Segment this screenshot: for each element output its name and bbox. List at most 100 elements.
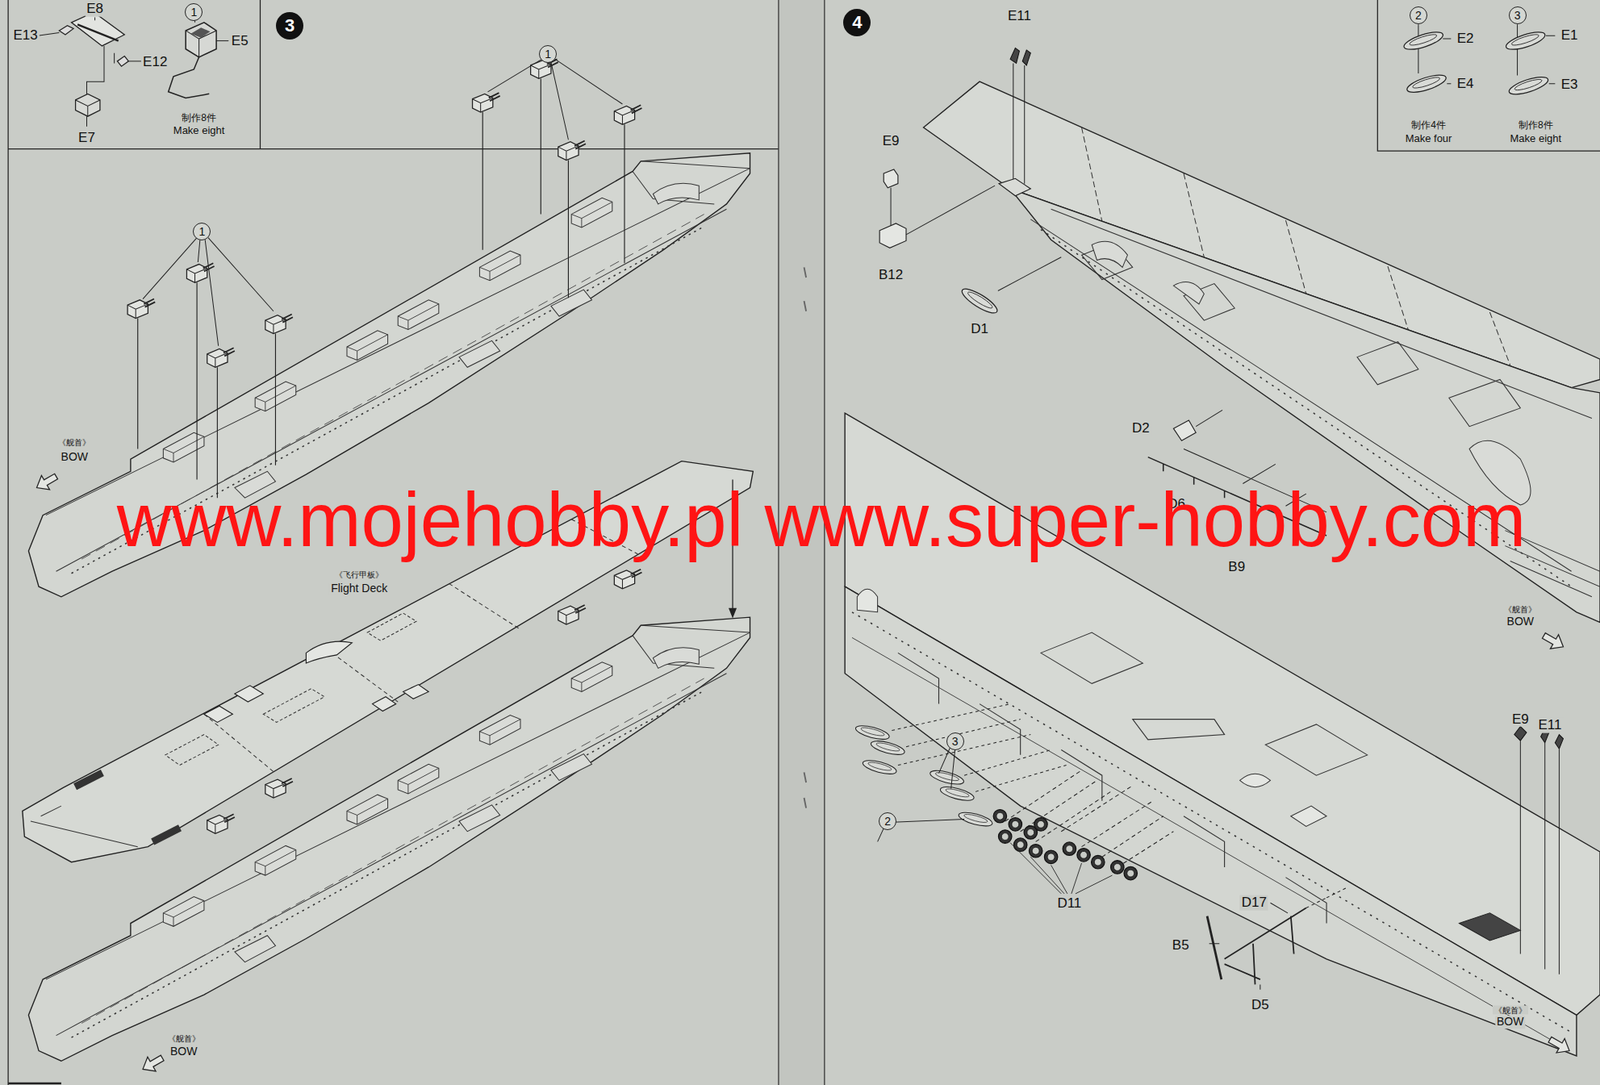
direction-label: 《舰首》 <box>1492 1006 1529 1016</box>
drawing-line <box>869 738 907 758</box>
callout-text: 2 <box>884 815 891 828</box>
drawing-line <box>1224 908 1307 986</box>
quantity-note: 制作8件 <box>179 112 218 124</box>
drawing-line <box>1405 71 1449 97</box>
drawing-line <box>1458 913 1521 941</box>
drawing-line <box>852 637 1562 1046</box>
drawing-line <box>94 16 96 21</box>
drawing-line <box>558 141 586 161</box>
callout-text: 2 <box>1415 9 1422 21</box>
part-number: B9 <box>1226 559 1247 576</box>
direction-label: 《舰首》 <box>1502 605 1538 615</box>
drawing-line <box>265 314 293 335</box>
drawing-line <box>8 0 1600 1085</box>
drawing-line <box>1195 409 1223 427</box>
drawing-line <box>30 806 138 848</box>
quantity-note: Make four <box>1403 133 1454 145</box>
callout-number: 2 <box>878 812 897 831</box>
drawing-line <box>1111 860 1124 874</box>
drawing-line <box>1013 838 1027 852</box>
drawing-line <box>1520 740 1559 975</box>
direction-label: 《舰首》 <box>166 1034 202 1044</box>
drawing-line <box>8 1082 62 1085</box>
drawing-line <box>1034 818 1048 832</box>
drawing-line <box>77 24 119 41</box>
drawing-line <box>1507 73 1550 98</box>
callout-text: 3 <box>284 16 295 35</box>
drawing-line <box>142 238 274 347</box>
part-number: D17 <box>1240 895 1269 911</box>
drawing-line <box>488 58 623 140</box>
drawing-line <box>32 469 60 495</box>
drawing-line <box>1209 902 1288 990</box>
direction-label: 《舰首》 <box>56 437 92 447</box>
drawing-line <box>906 185 995 235</box>
drawing-line <box>1010 47 1031 65</box>
drawing-line <box>1081 242 1521 427</box>
drawing-line <box>1240 773 1327 827</box>
drawing-line <box>58 25 74 35</box>
drawing-line <box>75 100 101 117</box>
callout-number: 1 <box>538 45 557 63</box>
callout-text: 1 <box>190 6 197 18</box>
drawing-line <box>1377 0 1600 151</box>
drawing-line <box>190 27 210 38</box>
drawing-line <box>37 32 60 36</box>
drawing-line <box>1091 855 1105 869</box>
direction-label: BOW <box>1495 1015 1525 1028</box>
part-number: E12 <box>141 54 169 71</box>
part-number: E13 <box>11 28 39 44</box>
part-number: E9 <box>1510 711 1531 727</box>
callout-text: 4 <box>852 13 862 32</box>
drawing-line <box>1207 916 1222 980</box>
part-number: B5 <box>1170 938 1191 954</box>
drawing-line <box>877 747 965 842</box>
part-number: E4 <box>1455 75 1476 92</box>
drawing-line <box>73 769 105 790</box>
part-number: E9 <box>881 133 902 149</box>
drawing-line <box>1005 770 1174 868</box>
drawing-line <box>28 617 750 1062</box>
drawing-line <box>1123 866 1137 880</box>
drawing-line <box>1077 848 1091 862</box>
part-number: E8 <box>84 1 105 17</box>
direction-label: BOW <box>168 1045 199 1058</box>
drawing-line <box>1028 844 1042 858</box>
drawing-line <box>1062 842 1076 856</box>
drawing-line <box>86 116 88 127</box>
drawing-line <box>854 722 891 743</box>
part-number: E3 <box>1559 77 1580 93</box>
drawing-line <box>558 605 586 625</box>
callout-number: 2 <box>1409 6 1428 25</box>
drawing-line <box>614 104 642 125</box>
drawing-line <box>856 589 878 612</box>
drawing-line <box>998 830 1011 844</box>
part-number: D11 <box>1055 896 1083 912</box>
drawing-line <box>890 187 892 227</box>
drawing-line <box>71 12 126 46</box>
part-name: 《飞行甲板》 <box>333 570 385 580</box>
drawing-line <box>1539 628 1567 654</box>
quantity-note: 制作4件 <box>1409 120 1448 131</box>
callout-number: 1 <box>184 3 203 21</box>
quantity-note: 制作8件 <box>1516 120 1555 131</box>
drawing-line <box>216 40 229 42</box>
callout-text: 3 <box>952 735 959 748</box>
drawing-line <box>861 757 899 778</box>
drawing-line <box>186 263 214 283</box>
drawing-line <box>1173 420 1196 441</box>
part-number: D2 <box>1130 421 1152 437</box>
drawing-line <box>1402 29 1446 54</box>
drawing-line <box>928 768 966 788</box>
callout-text: 1 <box>198 225 205 238</box>
drawing-line <box>1044 850 1057 864</box>
part-number: E2 <box>1455 31 1476 47</box>
callout-number: 1 <box>192 222 211 241</box>
callout-text: 3 <box>1514 9 1521 21</box>
callout-text: 1 <box>544 48 552 60</box>
drawing-line <box>116 56 129 67</box>
drawing-line <box>891 704 1066 793</box>
drawing-line <box>1091 241 1204 305</box>
drawing-line <box>852 612 1572 1033</box>
